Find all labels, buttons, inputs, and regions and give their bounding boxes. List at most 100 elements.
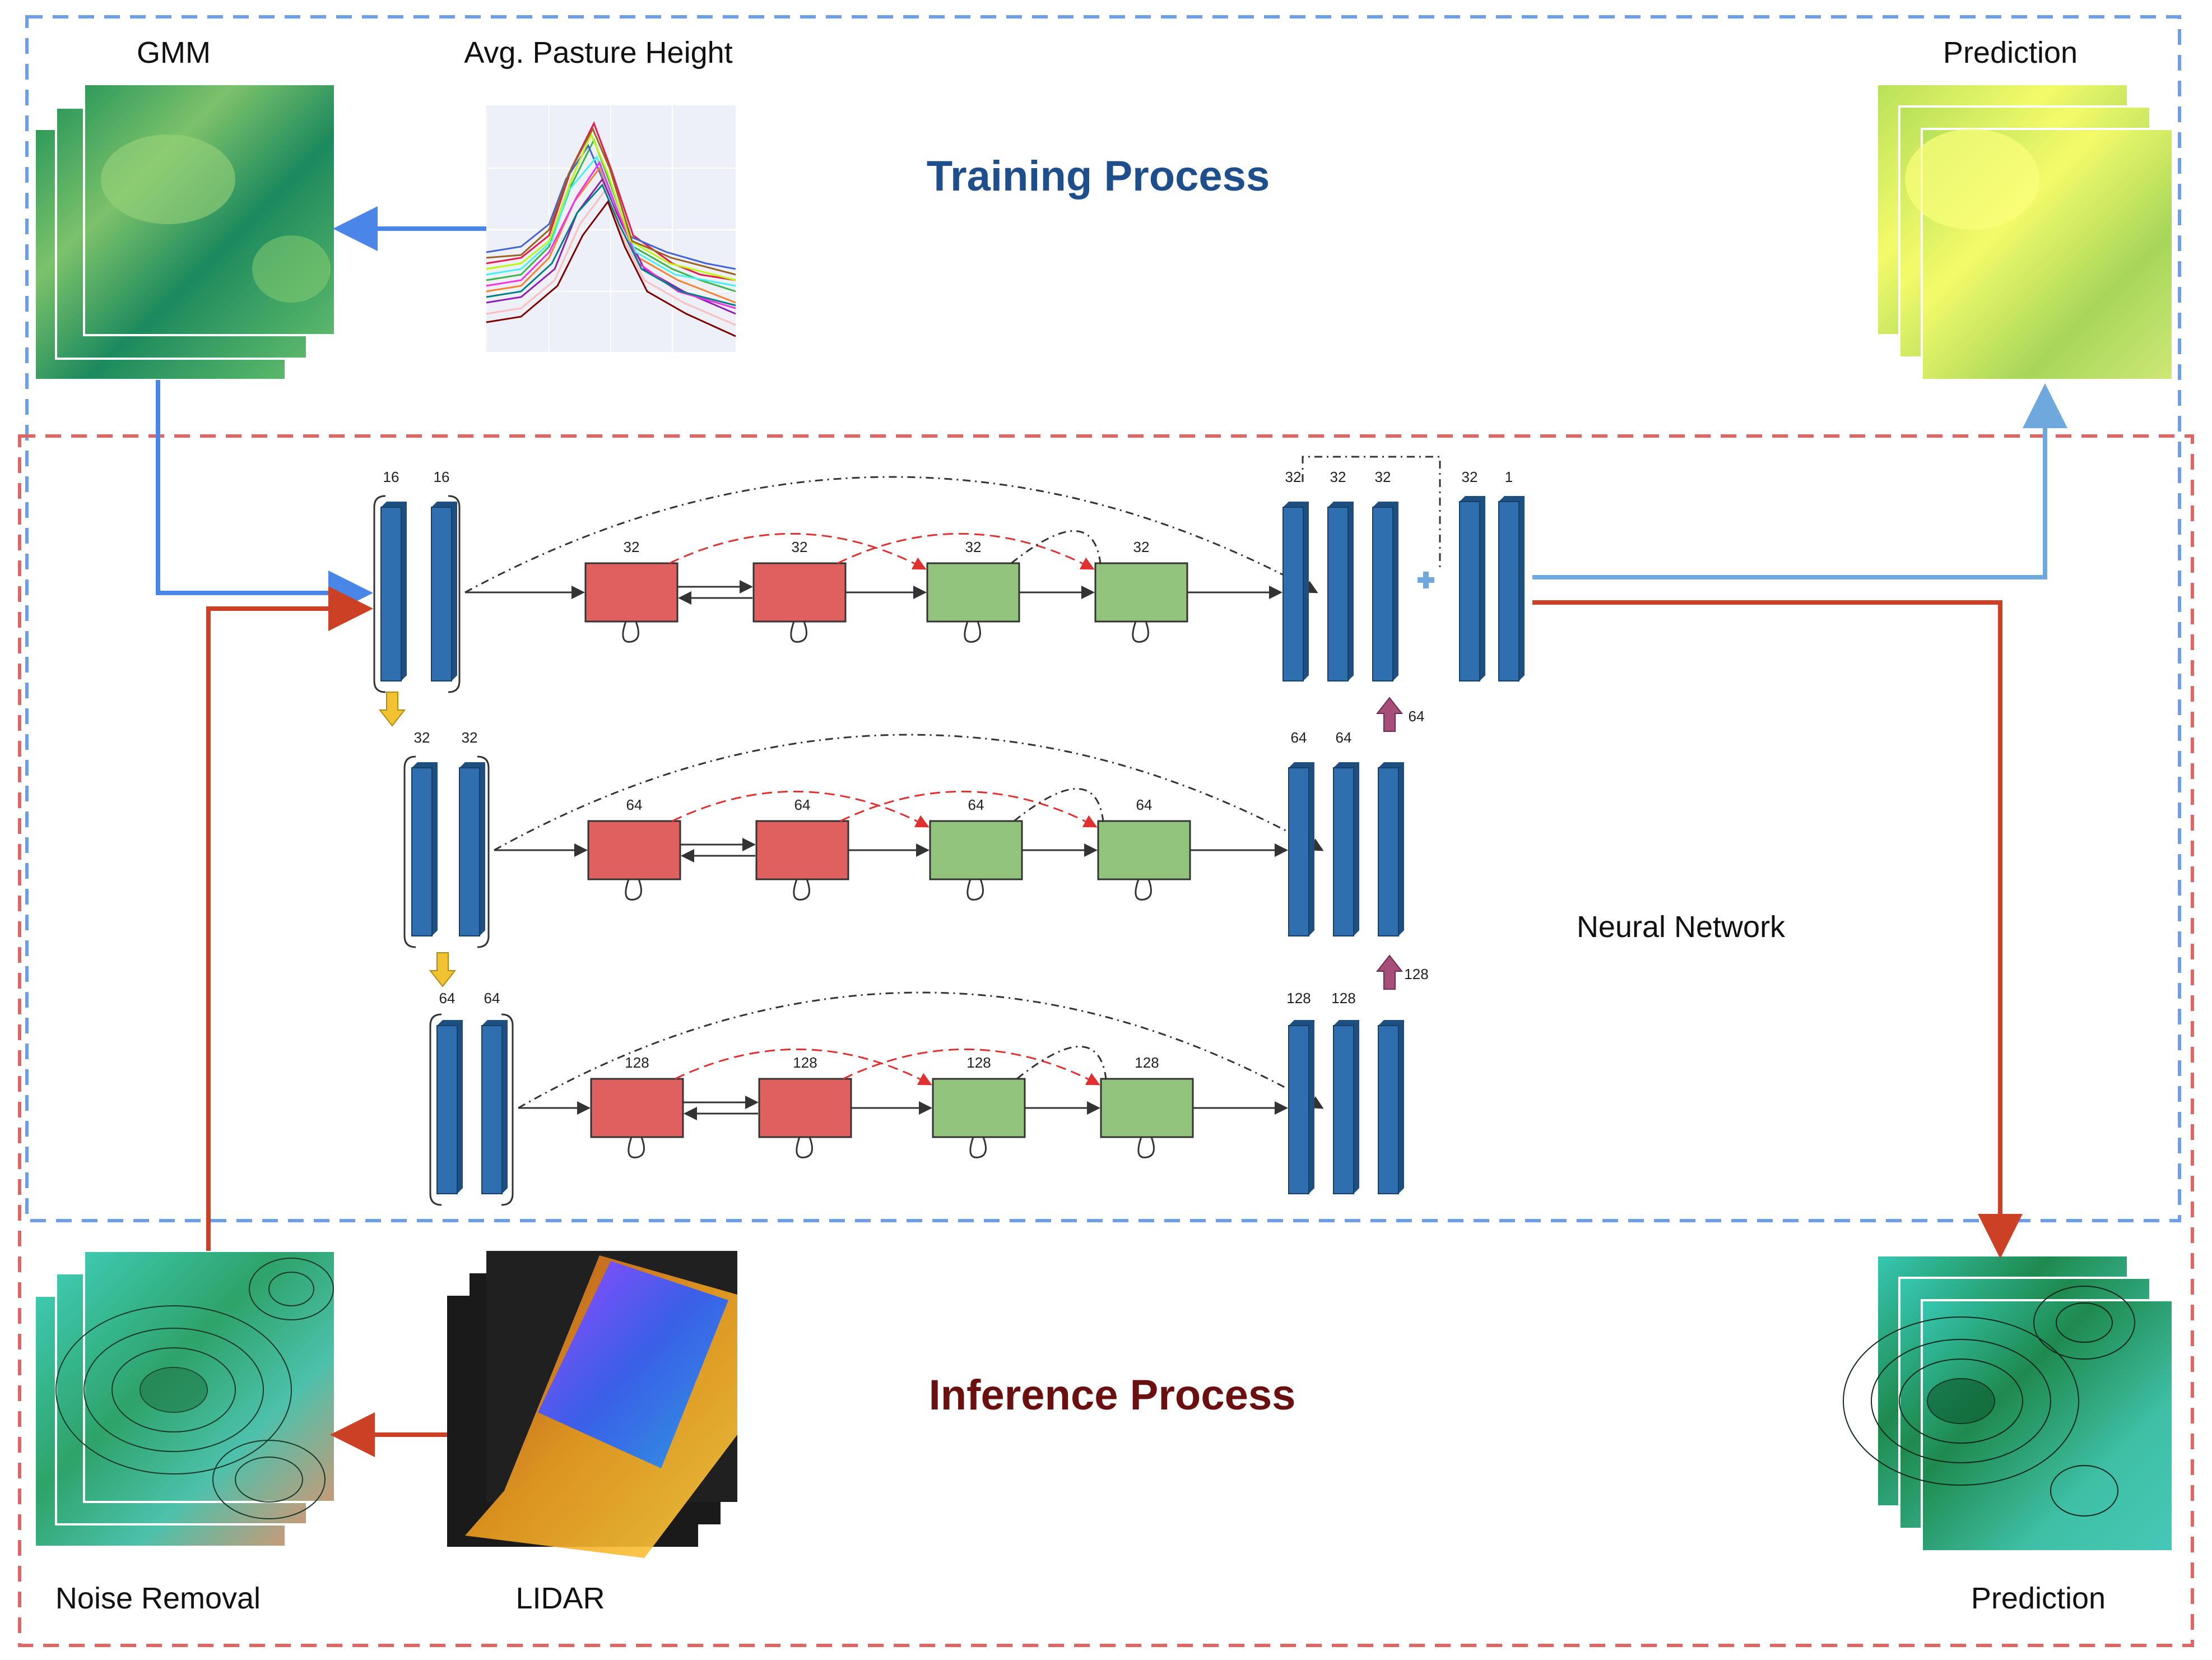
gmm-image-stack: [34, 83, 336, 381]
row1-out-layer-1: [1498, 501, 1519, 681]
prediction-top-image-stack: [1876, 83, 2174, 381]
lidar-label: LIDAR: [515, 1582, 605, 1615]
row1-enc-layer-0: [380, 507, 402, 681]
row3-black-skip-long: [518, 991, 1324, 1109]
row1-dec-label-0: 32: [1285, 469, 1302, 485]
row3-res-block-3: [1100, 1078, 1194, 1138]
row1-dec-layer-0: [1282, 507, 1304, 681]
row1-black-skip-short: [1011, 530, 1102, 569]
row2-dec-layer-1: [1333, 767, 1354, 936]
row1-res-label-2: 32: [965, 539, 982, 555]
row2-res-label-3: 64: [1136, 796, 1153, 813]
row1-black-skip-long: [464, 476, 1318, 593]
row3-res-label-0: 128: [625, 1054, 649, 1071]
upsample-label-0: 64: [1409, 708, 1425, 725]
row3-enc-layer-1: [481, 1025, 503, 1194]
row2-res-label-2: 64: [968, 796, 984, 813]
row2-res-block-3-loop: [1135, 879, 1152, 901]
row3-res-block-2-loop: [969, 1137, 987, 1158]
row1-enc-layer-1: [431, 507, 452, 681]
row2-enc-label-1: 32: [462, 729, 478, 746]
row1-res-block-1: [752, 562, 847, 623]
row3-res-label-3: 128: [1135, 1054, 1159, 1071]
inference-frame: [18, 434, 2194, 1647]
row1-enc-label-1: 16: [434, 469, 450, 485]
row1-res-label-0: 32: [624, 539, 640, 555]
row1-out-label-1: 1: [1505, 469, 1513, 485]
row1-out-label-0: 32: [1462, 469, 1478, 485]
row2-enc-layer-1: [459, 767, 480, 936]
row2-dec-layer-0: [1288, 767, 1309, 936]
prediction-bottom-image-stack: [1843, 1254, 2174, 1552]
row1-res-block-2-loop: [964, 621, 981, 643]
row2-red-skip-0: [672, 790, 930, 828]
row3-black-skip-short: [1016, 1045, 1108, 1085]
neural-network-label: Neural Network: [1577, 910, 1786, 944]
noise-to-network-arrow: [206, 586, 373, 1251]
prediction-bottom-label: Prediction: [1971, 1582, 2106, 1615]
noise-removal-image-stack: [34, 1250, 336, 1548]
row1-red-skip-0: [669, 532, 927, 570]
row3-enc-layer-0: [436, 1025, 458, 1194]
plus-icon: [1418, 572, 1434, 588]
row3-res-block-0-loop: [628, 1137, 645, 1158]
row2-red-skip-1: [840, 790, 1098, 828]
row1-dec-layer-1: [1327, 507, 1349, 681]
row1-enc-bracket-right: [448, 495, 461, 693]
row3-res-block-0: [590, 1078, 684, 1138]
inference-title: Inference Process: [929, 1371, 1296, 1419]
row2-dec-label-1: 64: [1336, 729, 1352, 746]
downsample-arrow-1: [429, 952, 457, 987]
row1-enc-label-0: 16: [383, 469, 399, 485]
network-to-prediction-top-arrow: [1532, 383, 2067, 579]
row1-res-block-3: [1094, 562, 1188, 623]
row3-dec-layer-0: [1288, 1025, 1309, 1194]
row1-residual-connection: [1302, 456, 1441, 572]
row3-dec-layer-1: [1333, 1025, 1354, 1194]
training-title: Training Process: [927, 152, 1270, 200]
row3-enc-label-0: 64: [439, 990, 456, 1007]
gmm-label: GMM: [137, 36, 211, 69]
row2-enc-label-0: 32: [414, 729, 430, 746]
row2-black-skip-short: [1014, 787, 1105, 827]
row2-enc-bracket-right: [477, 755, 490, 948]
row1-dec-layer-2: [1372, 507, 1393, 681]
avg-pasture-height-label: Avg. Pasture Height: [464, 36, 732, 69]
row1-dec-label-1: 32: [1330, 469, 1346, 485]
row1-red-skip-1: [837, 532, 1095, 570]
row3-dec-label-0: 128: [1286, 990, 1311, 1007]
noise-removal-label: Noise Removal: [55, 1582, 261, 1615]
row3-dec-label-1: 128: [1331, 990, 1355, 1007]
row3-red-skip-1: [843, 1048, 1100, 1086]
upsample-arrow-1: [1375, 954, 1404, 990]
avg-pasture-height-plot: [486, 105, 736, 352]
row1-res-block-0-loop: [622, 621, 639, 643]
upsample-label-1: 128: [1404, 966, 1428, 982]
row1-dec-label-2: 32: [1375, 469, 1391, 485]
row2-enc-bracket-left: [403, 755, 416, 948]
row2-res-block-2-loop: [966, 879, 984, 901]
row2-res-block-1-loop: [793, 879, 810, 901]
row1-enc-bracket-left: [373, 495, 386, 693]
row1-out-layer-0: [1459, 501, 1480, 681]
row1-res-label-3: 32: [1133, 539, 1150, 555]
row3-enc-label-1: 64: [484, 990, 500, 1007]
row2-res-block-1: [755, 820, 849, 880]
row3-enc-bracket-right: [501, 1013, 514, 1206]
upsample-arrow-0: [1375, 697, 1404, 732]
row3-res-label-1: 128: [793, 1054, 817, 1071]
row1-res-label-1: 32: [792, 539, 808, 555]
row2-res-block-2: [929, 820, 1023, 880]
row3-res-block-3-loop: [1137, 1137, 1155, 1158]
row3-red-skip-0: [675, 1048, 932, 1086]
row2-dec-layer-2: [1378, 767, 1399, 936]
row3-res-block-1: [758, 1078, 852, 1138]
row2-res-block-3: [1097, 820, 1191, 880]
row1-res-block-3-loop: [1132, 621, 1149, 643]
row1-res-block-1-loop: [790, 621, 807, 643]
row3-res-label-2: 128: [966, 1054, 991, 1071]
lidar-image-stack: [447, 1251, 737, 1558]
row2-enc-layer-0: [411, 767, 433, 936]
row2-res-label-1: 64: [794, 796, 811, 813]
